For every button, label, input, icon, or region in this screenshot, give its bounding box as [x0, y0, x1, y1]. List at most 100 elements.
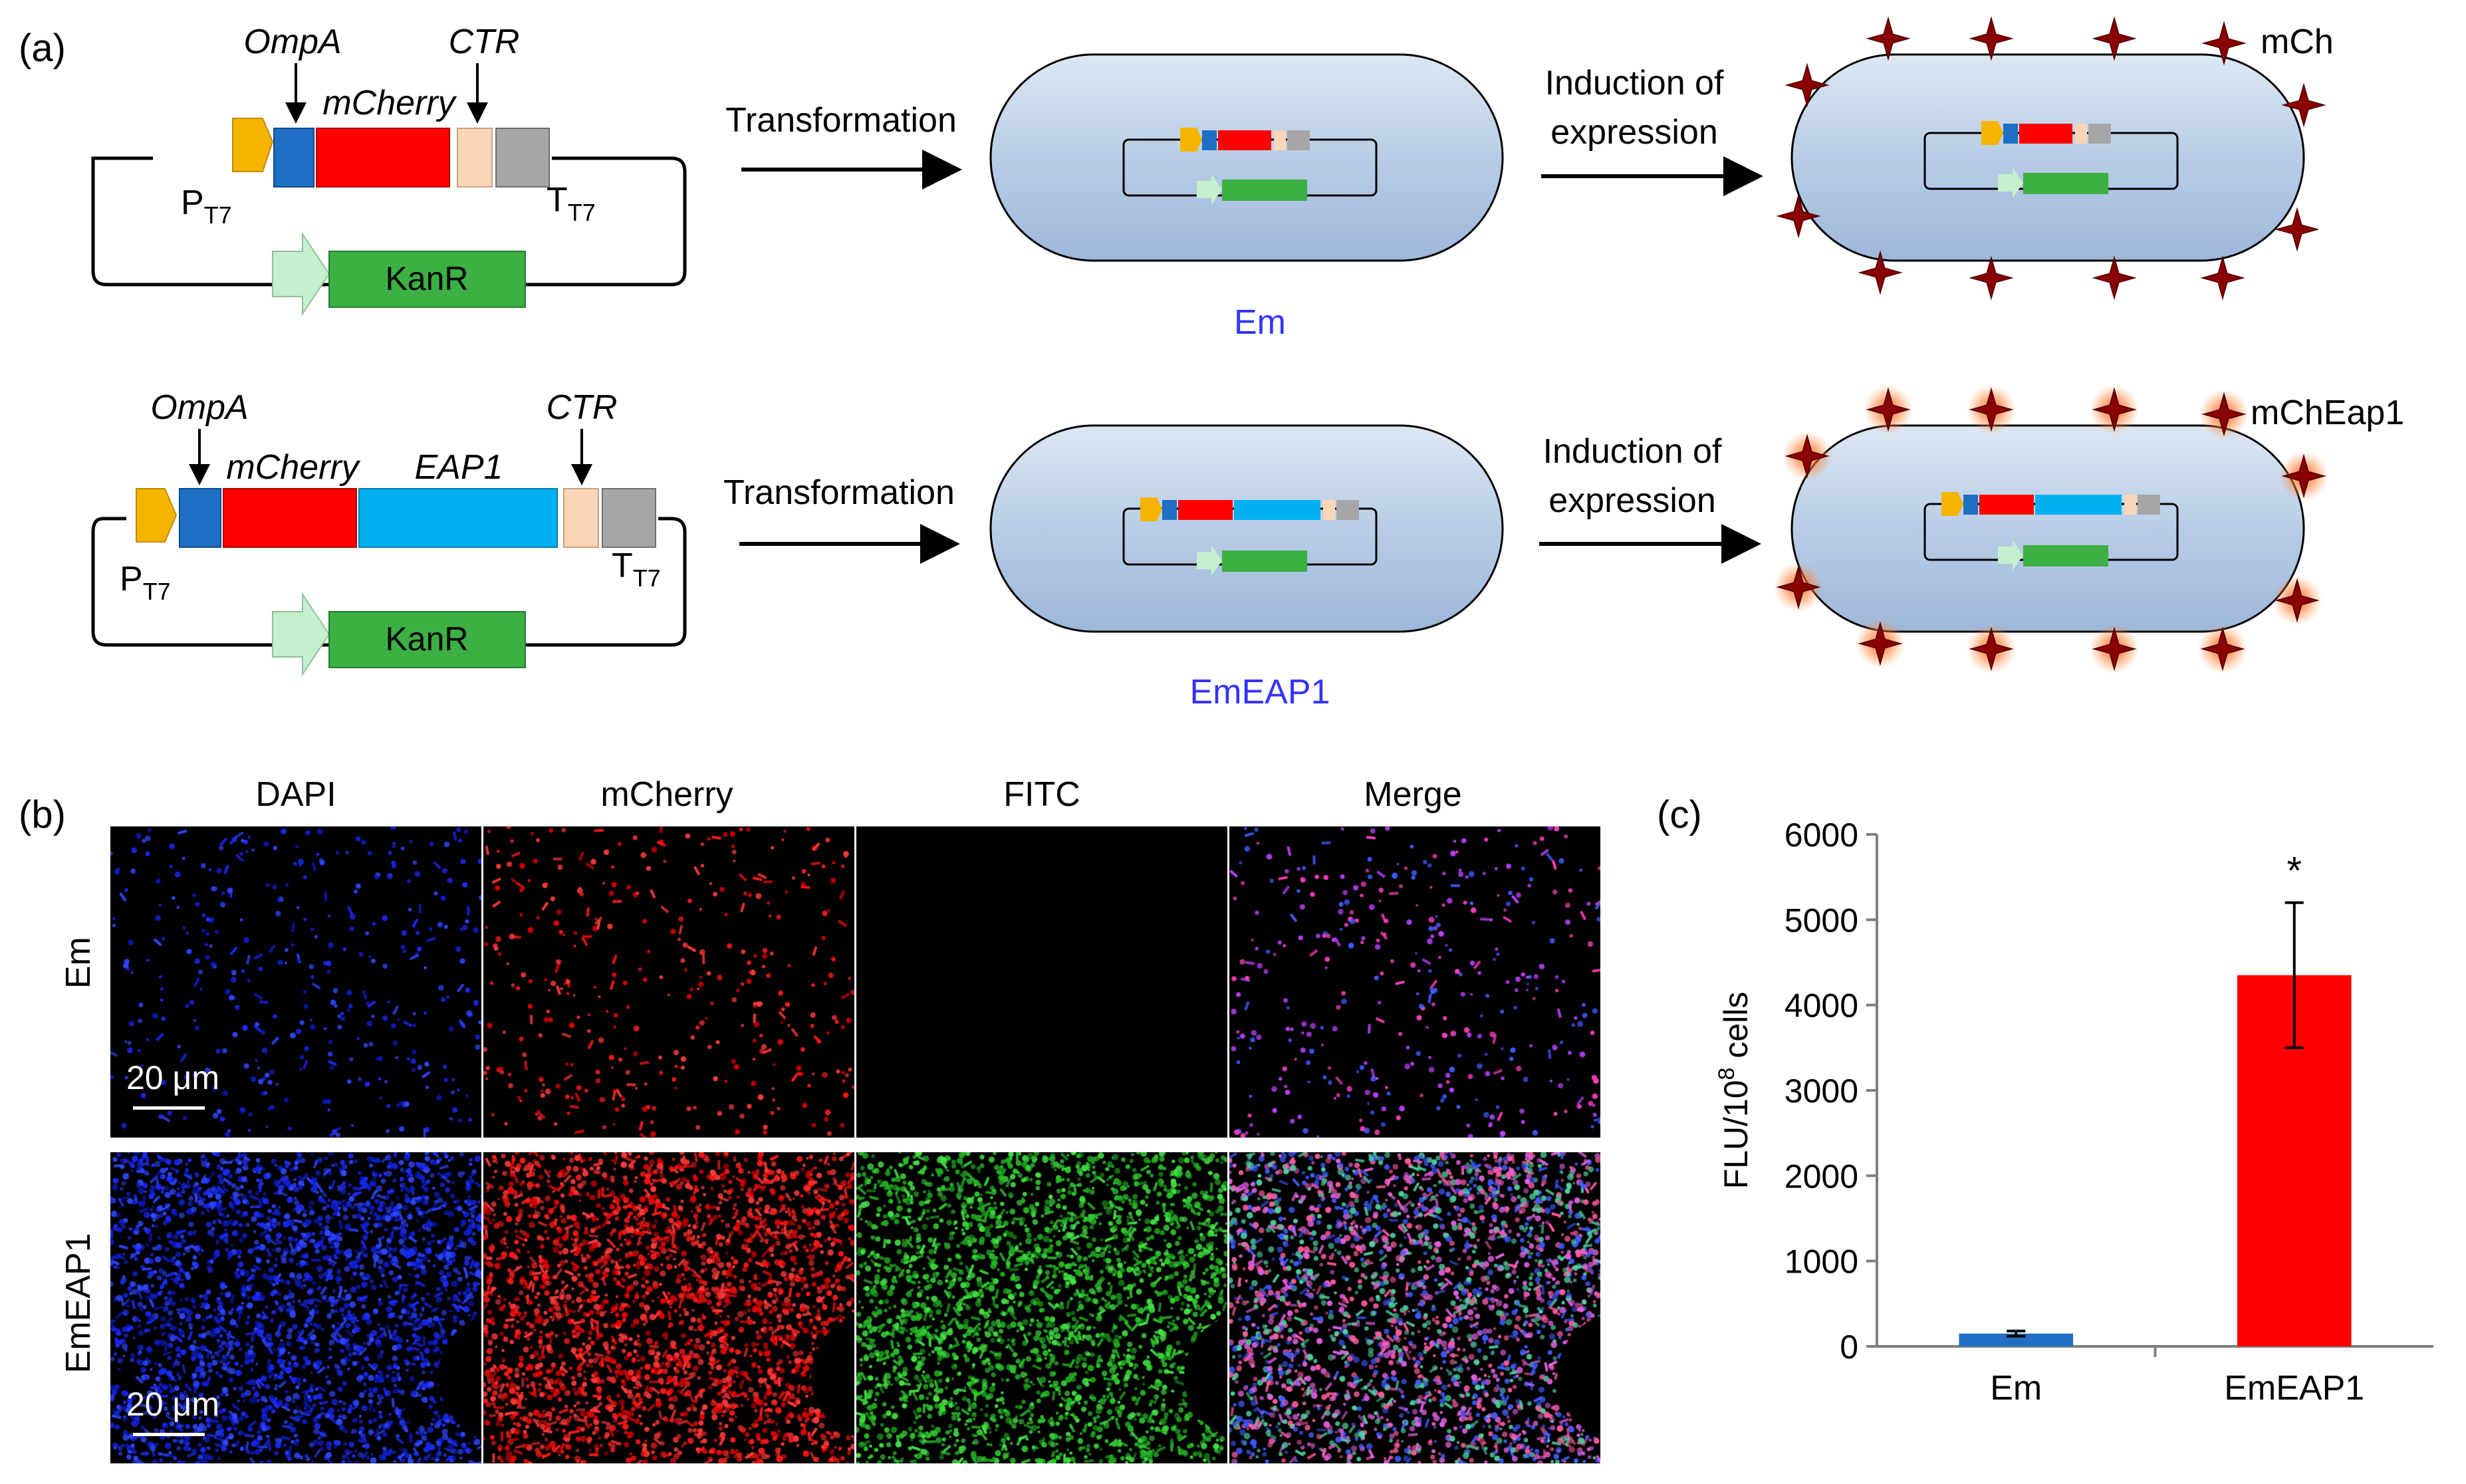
surface-star	[1866, 16, 1911, 61]
mcherry-label-2: mCherry	[226, 448, 360, 487]
surface-star	[2092, 16, 2137, 61]
surface-star	[1969, 16, 2014, 61]
kanr-block	[328, 251, 526, 308]
surface-star	[2092, 255, 2137, 301]
y-tick-label: 5000	[1785, 902, 1858, 939]
surface-star	[1785, 62, 1830, 108]
surface-star-glowing	[2089, 624, 2140, 674]
scale-bar-em: 20 μm	[126, 1058, 219, 1110]
surface-star-glowing	[2197, 624, 2248, 674]
x-tick-label: Em	[1990, 1369, 2042, 1408]
surface-star-glowing	[2089, 384, 2140, 435]
surface-star	[2275, 207, 2320, 252]
y-tick-label: 4000	[1785, 987, 1858, 1025]
induction-label-row1-line1: Induction of	[1545, 64, 1724, 102]
ctr-block-2	[563, 488, 599, 548]
scale-bar-line-emeap1	[133, 1433, 205, 1436]
column-label-dapi: DAPI	[255, 775, 336, 814]
micrograph-emeap1-fitc	[856, 1152, 1227, 1463]
product-label-mch: mCh	[2261, 23, 2334, 61]
induction-label-row2-line2: expression	[1548, 481, 1715, 520]
y-tick-label: 3000	[1785, 1072, 1858, 1110]
micrograph-emeap1-dapi	[110, 1152, 481, 1463]
eap1-block	[358, 488, 558, 548]
surface-stars-mch	[1776, 16, 2326, 301]
surface-star	[1776, 193, 1821, 239]
micrograph-emeap1-mcherry	[483, 1152, 854, 1463]
scale-bar-emeap1: 20 μm	[126, 1385, 219, 1436]
mcherry-block	[316, 128, 450, 187]
terminator-label-2: TT7	[612, 547, 661, 592]
cell-mcheap1	[1790, 424, 2305, 633]
micrograph-emeap1-merge	[1229, 1152, 1600, 1463]
terminator-block	[495, 128, 550, 187]
y-tick-label: 0	[1840, 1328, 1858, 1366]
plasmid-row2: KanR OmpA mCherry EAP1 CTR PT7 TT7	[91, 388, 687, 677]
mcherry-label: mCherry	[322, 84, 457, 122]
y-tick-label: 6000	[1785, 816, 1858, 854]
promoter-t7-arrow	[232, 118, 274, 172]
y-tick-label: 1000	[1785, 1243, 1858, 1281]
strain-label-em: Em	[1234, 303, 1286, 342]
induction-label-row2-line1: Induction of	[1543, 432, 1722, 471]
strain-label-emeap1: EmEAP1	[1190, 673, 1330, 711]
plasmid-row1: KanR OmpA mCherry CTR PT7 TT7	[91, 23, 687, 316]
terminator-block-2	[602, 488, 656, 548]
promoter-t7-arrow-2	[136, 488, 178, 543]
surface-star-glowing	[1773, 562, 1824, 612]
surface-star	[2281, 82, 2326, 128]
kanr-label-2: KanR	[385, 620, 468, 658]
promoter-label: PT7	[181, 184, 232, 229]
kanr-block-2	[328, 611, 526, 668]
induction-label-row1-line2: expression	[1550, 113, 1717, 152]
column-label-mcherry: mCherry	[600, 775, 733, 814]
ompa-label: OmpA	[243, 23, 341, 61]
row-label-emeap1: EmEAP1	[59, 1233, 98, 1374]
kanr-promoter-arrow-2	[272, 592, 330, 677]
row-label-em: Em	[59, 937, 98, 989]
promoter-label-2: PT7	[120, 560, 171, 605]
transformation-label-row1: Transformation	[725, 101, 957, 140]
y-axis-label-suffix: cells	[1717, 992, 1755, 1068]
ompa-block-2	[179, 488, 221, 548]
y-axis-label-prefix: FLU/10	[1717, 1080, 1755, 1189]
micrograph-em-dapi	[110, 826, 481, 1138]
surface-star-glowing	[1966, 624, 2017, 674]
ompa-label-2: OmpA	[150, 388, 248, 427]
surface-star	[2201, 21, 2247, 66]
surface-star-glowing	[2279, 451, 2329, 501]
column-label-fitc: FITC	[1003, 775, 1080, 814]
cell-em	[989, 53, 1504, 262]
micrograph-em-fitc	[856, 826, 1227, 1138]
eap1-label: EAP1	[415, 448, 503, 487]
surface-star-glowing	[2272, 575, 2322, 626]
micrograph-em-merge	[1229, 826, 1600, 1138]
cell-mch	[1790, 53, 2305, 262]
panel-b-label: (b)	[19, 793, 66, 836]
ctr-label-2: CTR	[547, 388, 618, 427]
y-axis-label-sup: 8	[1714, 1068, 1739, 1080]
ompa-block	[273, 128, 314, 187]
surface-stars-mcheap1	[1773, 384, 2329, 674]
bar	[1959, 1333, 2074, 1346]
terminator-label: TT7	[547, 181, 596, 226]
scale-bar-line-em	[133, 1106, 205, 1110]
surface-star-glowing	[1782, 431, 1832, 481]
scale-bar-label-em: 20 μm	[126, 1059, 219, 1096]
x-tick-label: EmEAP1	[2224, 1369, 2364, 1408]
surface-star-glowing	[1863, 384, 1913, 435]
panel-a-label: (a)	[19, 27, 66, 70]
y-axis-label: FLU/108 cells	[1714, 992, 1755, 1189]
surface-star	[1858, 250, 1903, 295]
y-tick-label: 2000	[1785, 1158, 1858, 1195]
surface-star-glowing	[2199, 389, 2249, 439]
product-label-mcheap1: mChEap1	[2251, 394, 2404, 432]
ctr-block	[457, 128, 493, 187]
scale-bar-label-emeap1: 20 μm	[126, 1386, 219, 1423]
mcherry-block-2	[223, 488, 357, 548]
kanr-promoter-arrow	[272, 231, 330, 316]
significance-marker: *	[2286, 850, 2302, 893]
surface-star-glowing	[1966, 384, 2017, 435]
